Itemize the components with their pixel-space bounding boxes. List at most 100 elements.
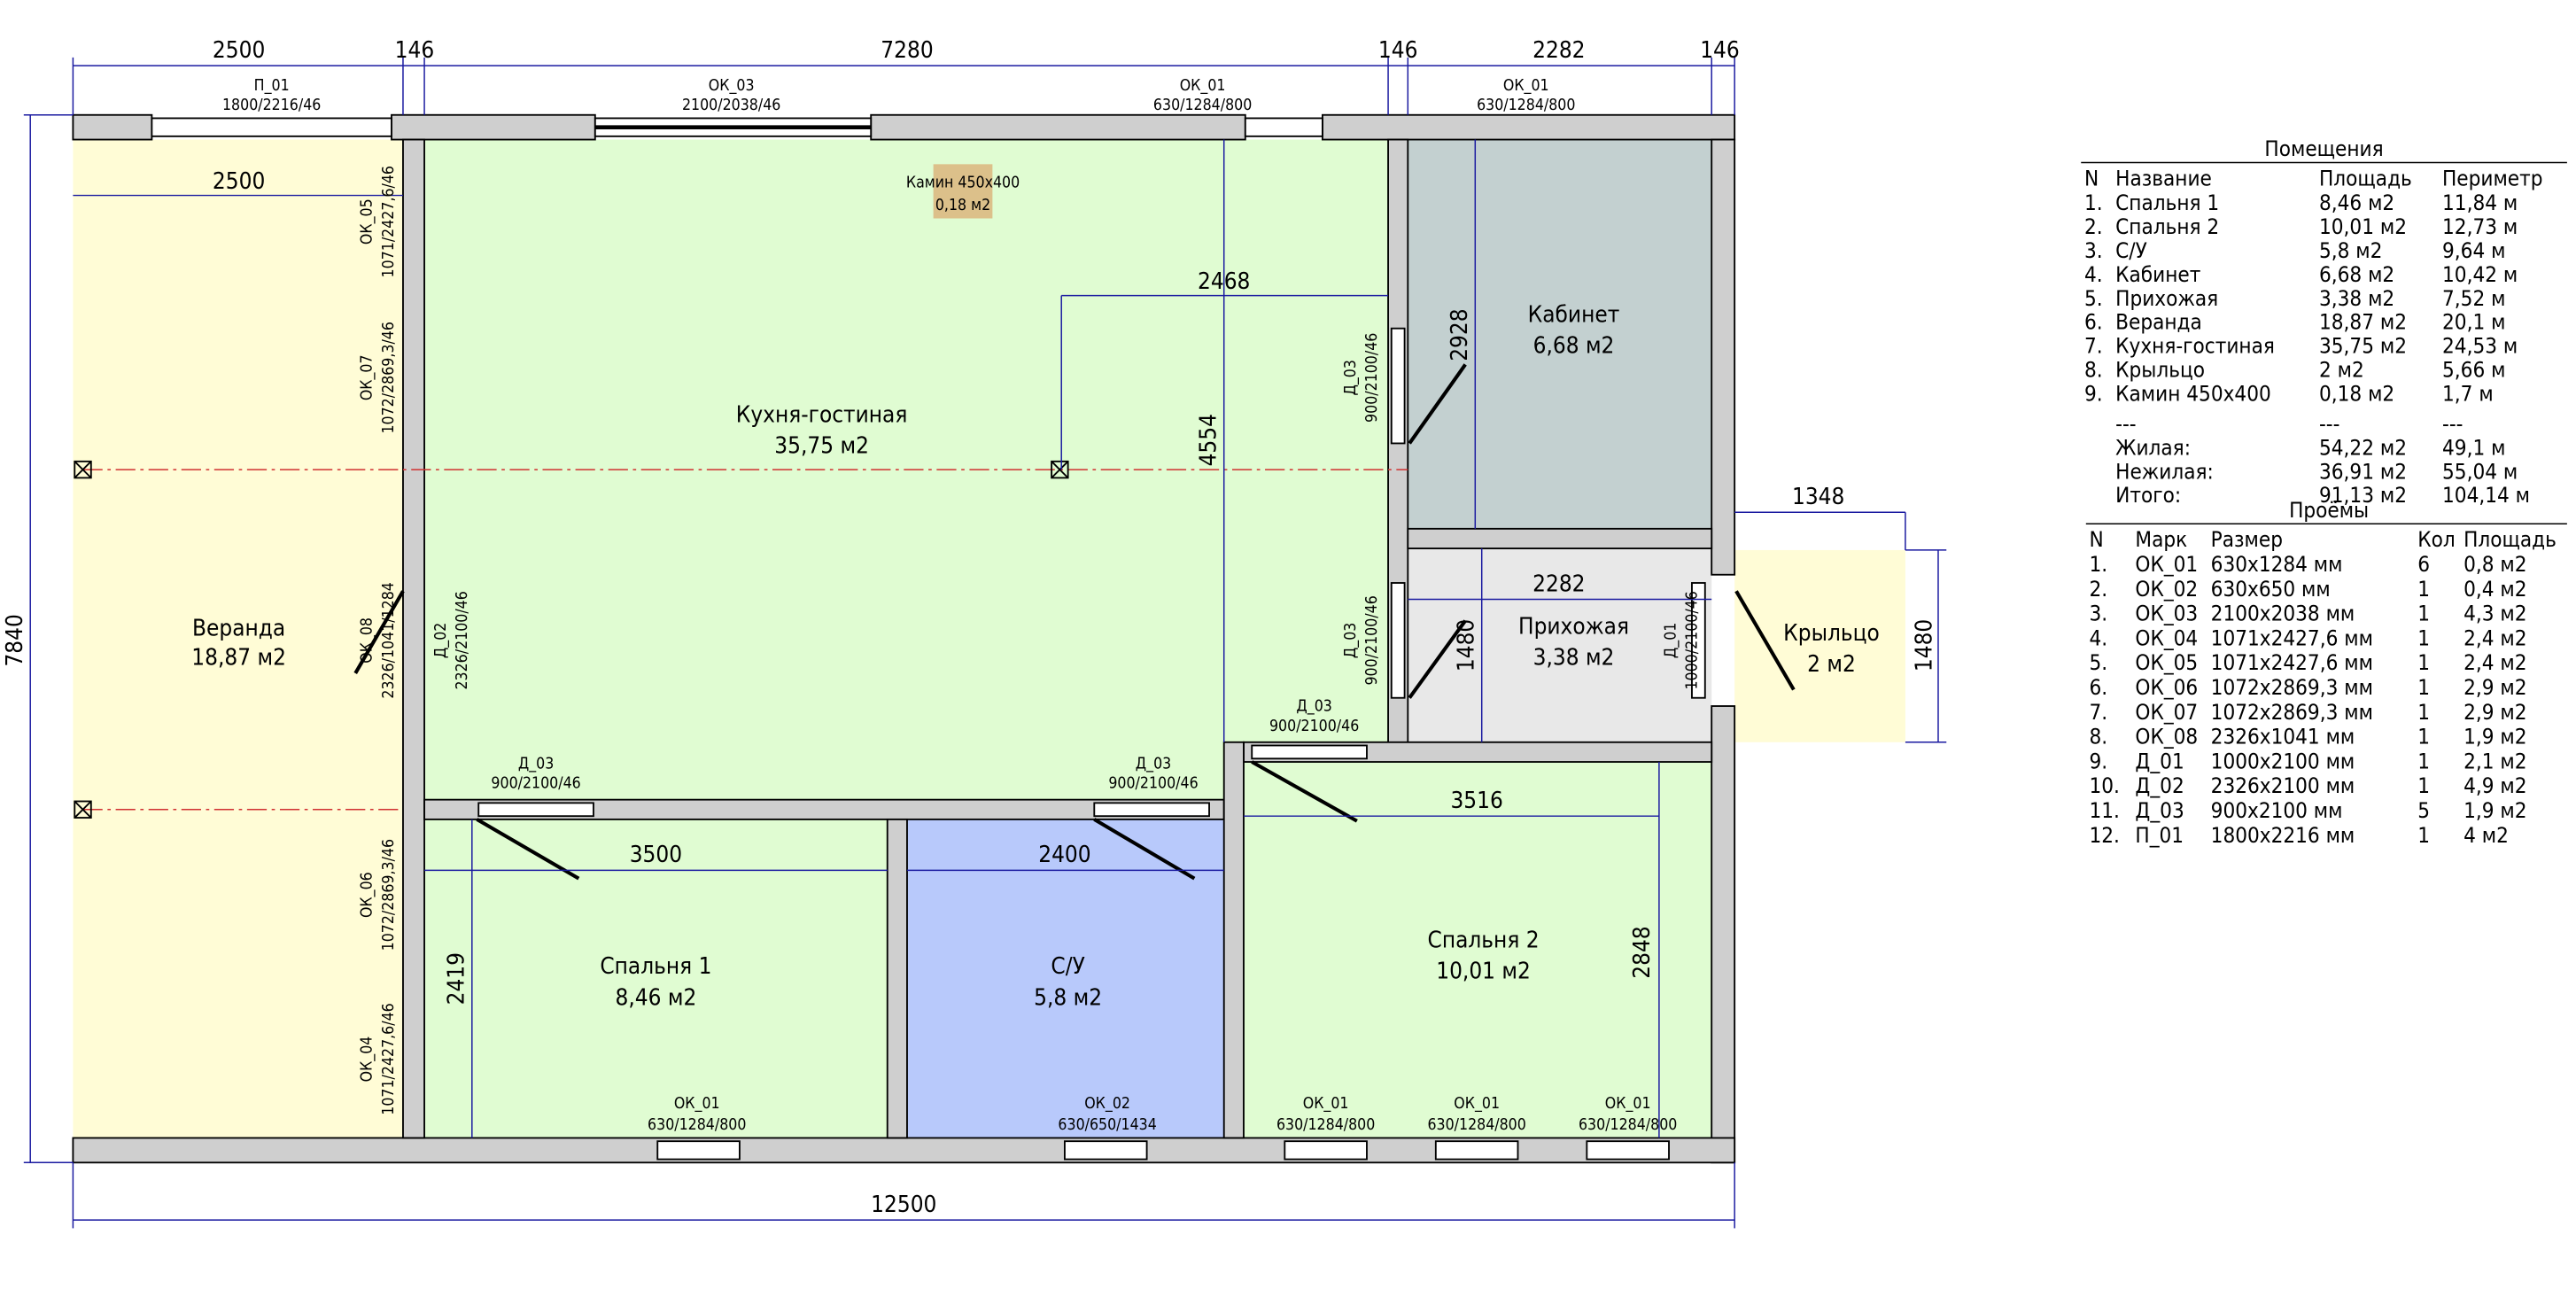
rooms-table-row-cell: 2 м2	[2319, 357, 2364, 382]
dim-veranda-width: 2500	[213, 168, 265, 195]
dim-total-height: 7840	[2, 614, 28, 666]
rooms-table-row-cell: 7.	[2084, 334, 2103, 359]
room-hall[interactable]	[1408, 548, 1712, 742]
room-bedroom2[interactable]	[1243, 762, 1712, 1138]
opening-mark: Д_03	[1342, 623, 1360, 658]
opening-mark: ОК_01	[1503, 77, 1549, 95]
rooms-table-row-cell: ---	[2442, 412, 2463, 437]
openings-table-row-cell: 6	[2417, 552, 2430, 577]
rooms-table-row-cell: 4.	[2084, 262, 2103, 287]
rooms-table-header-cell: N	[2084, 166, 2099, 190]
opening-mark: ОК_01	[1303, 1095, 1349, 1113]
opening-mark: ОК_01	[674, 1095, 720, 1113]
room-area: 10,01 м2	[1436, 959, 1531, 985]
dim-top-cabinet: 2282	[1532, 37, 1585, 64]
openings-table-row-cell: 1	[2417, 823, 2430, 848]
room-area: 5,8 м2	[1034, 984, 1102, 1011]
openings-table-row-cell: Д_03	[2135, 798, 2184, 823]
rooms-table-row-cell: 49,1 м	[2442, 435, 2505, 460]
opening-mark: Д_03	[1296, 698, 1331, 716]
rooms-table-row-cell: Кабинет	[2115, 262, 2200, 287]
openings-table-row-cell: 1071x2427,6 мм	[2211, 650, 2373, 675]
openings-table-row-cell: 900x2100 мм	[2211, 798, 2343, 823]
dim-bedroom1-width: 3500	[630, 842, 682, 868]
openings-table-row-cell: П_01	[2135, 823, 2184, 848]
opening-spec: 900/2100/46	[1363, 333, 1381, 423]
rooms-table-row-cell: 10,01 м2	[2319, 214, 2407, 239]
room-cabinet[interactable]	[1408, 139, 1712, 529]
room-name: Прихожая	[1518, 613, 1629, 640]
opening-spec: 1800/2216/46	[222, 97, 321, 114]
rooms-table-row-cell: 1.	[2084, 190, 2103, 215]
room-porch[interactable]	[1734, 549, 1905, 742]
openings-table-row-cell: 4 м2	[2463, 823, 2509, 848]
rooms-table-row-cell: 104,14 м	[2442, 483, 2530, 508]
opening-spec: 2100/2038/46	[682, 97, 780, 114]
dim-top-wall1: 146	[395, 37, 435, 64]
rooms-table-row-cell: 12,73 м	[2442, 214, 2518, 239]
opening-mark: ОК_01	[1454, 1095, 1500, 1113]
dim-top-wall3: 146	[1700, 37, 1740, 64]
room-name: С/У	[1051, 953, 1084, 980]
opening-mark: ОК_01	[1605, 1095, 1651, 1113]
room-bedroom1[interactable]	[424, 819, 888, 1138]
opening-mark: Д_03	[518, 755, 554, 773]
openings-table-row-cell: 2326x1041 мм	[2211, 725, 2355, 749]
openings-table-row-cell: 630x650 мм	[2211, 577, 2331, 602]
rooms-table-row-cell: Веранда	[2115, 310, 2202, 335]
opening-spec: 1071/2427,6/46	[380, 1003, 398, 1114]
window-openings	[151, 117, 1706, 1161]
dim-hall-width: 2282	[1532, 571, 1585, 597]
openings-table-row-cell: ОК_05	[2135, 650, 2198, 675]
openings-table-row-cell: 1072x2869,3 мм	[2211, 675, 2373, 700]
opening-mark: ОК_01	[1180, 77, 1226, 95]
room-veranda[interactable]	[73, 139, 403, 1138]
rooms-table-row-cell: 11,84 м	[2442, 190, 2518, 215]
openings-table-row-cell: 1,9 м2	[2463, 798, 2526, 823]
openings-table-row-cell: 3.	[2090, 602, 2108, 626]
openings-table-header-cell: N	[2090, 527, 2104, 552]
openings-table-row-cell: ОК_06	[2135, 675, 2198, 700]
opening-spec: 2326/2100/46	[454, 591, 471, 689]
rooms-table-row-cell: Спальня 2	[2115, 214, 2219, 239]
room-area: 18,87 м2	[191, 645, 286, 672]
openings-table-row-cell: 8.	[2090, 725, 2108, 749]
opening-spec: 900/2100/46	[1108, 775, 1198, 793]
rooms-table-row-cell: 9.	[2084, 381, 2103, 406]
openings-table-row-cell: 9.	[2090, 749, 2108, 773]
rooms-table-row-cell: 2.	[2084, 214, 2103, 239]
room-bath[interactable]	[906, 819, 1224, 1138]
openings-table-row-cell: ОК_01	[2135, 552, 2198, 577]
openings-table-row-cell: 5	[2417, 798, 2430, 823]
openings-table-row-cell: ОК_08	[2135, 725, 2198, 749]
openings-table-row-cell: 1	[2417, 625, 2430, 650]
openings-table-row-cell: 4.	[2090, 625, 2108, 650]
rooms-table-row-cell: 54,22 м2	[2319, 435, 2407, 460]
openings-table-row-cell: ОК_07	[2135, 700, 2198, 725]
opening-mark: ОК_02	[1084, 1095, 1130, 1113]
openings-table-row-cell: 1800x2216 мм	[2211, 823, 2355, 848]
rooms-table-row-cell: Итого:	[2115, 483, 2181, 508]
openings-table-row-cell: Д_01	[2135, 749, 2184, 773]
opening-spec: 630/1284/800	[1276, 1116, 1375, 1134]
openings-table-row-cell: 630x1284 мм	[2211, 552, 2343, 577]
dim-porch-height: 1480	[1912, 619, 1938, 672]
openings-table-row-cell: Д_02	[2135, 773, 2184, 798]
openings-table-row-cell: 6.	[2090, 675, 2108, 700]
opening-mark: Д_03	[1342, 360, 1360, 395]
opening-mark: ОК_03	[709, 77, 755, 95]
dim-cabinet-height: 2928	[1447, 308, 1473, 361]
openings-table-row-cell: 12.	[2090, 823, 2120, 848]
openings-table-row-cell: 1000x2100 мм	[2211, 749, 2355, 773]
dim-top-kitchen: 7280	[881, 37, 933, 64]
opening-mark: Д_03	[1136, 755, 1171, 773]
openings-table-row-cell: 1071x2427,6 мм	[2211, 625, 2373, 650]
rooms-table-row-cell: 35,75 м2	[2319, 334, 2407, 359]
opening-spec: 1071/2427,6/46	[380, 166, 398, 277]
axis-lines	[74, 460, 1408, 819]
opening-spec: 630/1284/800	[648, 1116, 746, 1134]
rooms-table-row-cell: ---	[2319, 412, 2339, 437]
openings-table-row-cell: 5.	[2090, 650, 2108, 675]
opening-spec: 630/650/1434	[1058, 1116, 1156, 1134]
